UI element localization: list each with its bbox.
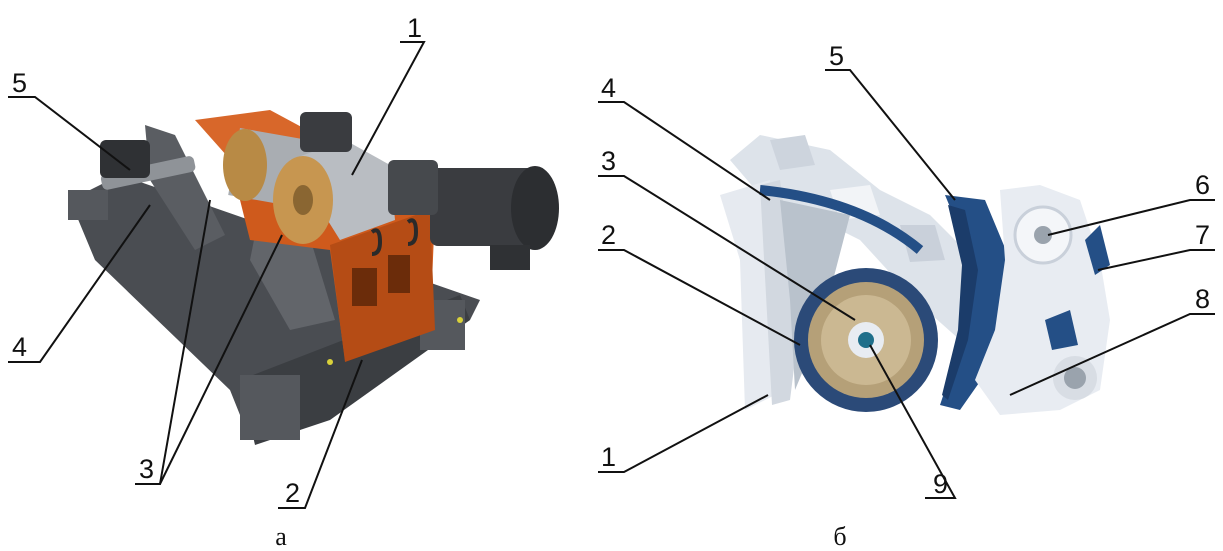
callout-label: 5 [12, 68, 27, 98]
callout-b-6: 6 [1047, 170, 1215, 236]
caption-a: а [275, 522, 287, 551]
base-foot-left [240, 375, 300, 440]
callout-b-2: 2 [598, 220, 801, 346]
housing-window [388, 255, 410, 293]
callout-label: 3 [601, 146, 616, 176]
leader-line [1097, 249, 1215, 271]
caption-b: б [833, 522, 846, 551]
callout-label: 8 [1195, 284, 1210, 314]
cylinder-5 [100, 140, 150, 178]
callout-b-3: 3 [598, 146, 856, 321]
base-foot-back [68, 190, 108, 220]
housing-handle [370, 228, 383, 256]
ore-pile [730, 135, 990, 340]
ore-chunk [900, 225, 945, 262]
roller-crusher-illustration [68, 110, 559, 445]
callout-a-3: 3 [135, 199, 283, 485]
left-wall [720, 180, 775, 410]
gearbox [388, 160, 438, 215]
right-jaw-liner [942, 205, 978, 400]
leader-line [8, 96, 131, 171]
callout-a-1: 1 [351, 13, 426, 176]
crusher-section-illustration [720, 135, 1110, 415]
callout-b-5: 5 [825, 41, 956, 201]
roller-front-hub [293, 185, 313, 215]
callout-label: 3 [139, 454, 154, 484]
leader-line [869, 344, 957, 499]
leader-line [351, 41, 426, 176]
callout-label: 7 [1195, 220, 1210, 250]
callout-label: 5 [829, 41, 844, 71]
bolt-dot [327, 359, 333, 365]
callout-a-4: 4 [8, 204, 151, 363]
leader-line [598, 101, 771, 201]
callout-label: 4 [601, 73, 616, 103]
housing-handle [406, 218, 419, 246]
leader-line [1047, 199, 1215, 236]
bolt-dot [457, 317, 463, 323]
callout-b-8: 8 [1009, 284, 1215, 396]
leader-line [1009, 313, 1215, 396]
callout-label: 9 [933, 469, 948, 499]
leader-line [598, 175, 856, 321]
callout-label: 1 [407, 13, 422, 43]
callout-label: 6 [1195, 170, 1210, 200]
housing-window [352, 268, 377, 306]
motor-body [430, 168, 535, 246]
blue-bracket [1085, 225, 1110, 275]
leader-line [278, 359, 363, 509]
support-bracket-rear [145, 125, 225, 250]
callout-label: 1 [601, 442, 616, 472]
callout-b-9: 9 [869, 344, 957, 499]
callout-b-1: 1 [598, 394, 769, 473]
roller-rear-face [223, 129, 267, 201]
motor-foot [490, 245, 530, 270]
motor-fan-cover [511, 166, 559, 250]
callout-b-7: 7 [1097, 220, 1215, 271]
outlet-pipe-inner [1064, 367, 1086, 389]
leader-line [825, 69, 956, 201]
blue-liner-left [759, 185, 924, 254]
leader-line [598, 249, 801, 346]
callout-a-5: 5 [8, 68, 131, 171]
rotor-shaft [858, 332, 874, 348]
rear-motor [300, 112, 352, 152]
leader-line [598, 394, 769, 473]
callout-a-2: 2 [278, 359, 363, 509]
pivot-center [1034, 226, 1052, 244]
ore-chunk [770, 135, 815, 170]
orange-housing-side [330, 210, 435, 362]
left-liner [760, 180, 800, 405]
callout-label: 4 [12, 332, 27, 362]
callout-b-4: 4 [598, 73, 771, 201]
leader-line [8, 204, 151, 363]
leader-line [159, 234, 283, 485]
callout-label: 2 [601, 220, 616, 250]
callout-label: 2 [285, 478, 300, 508]
blue-bracket [1045, 310, 1078, 350]
